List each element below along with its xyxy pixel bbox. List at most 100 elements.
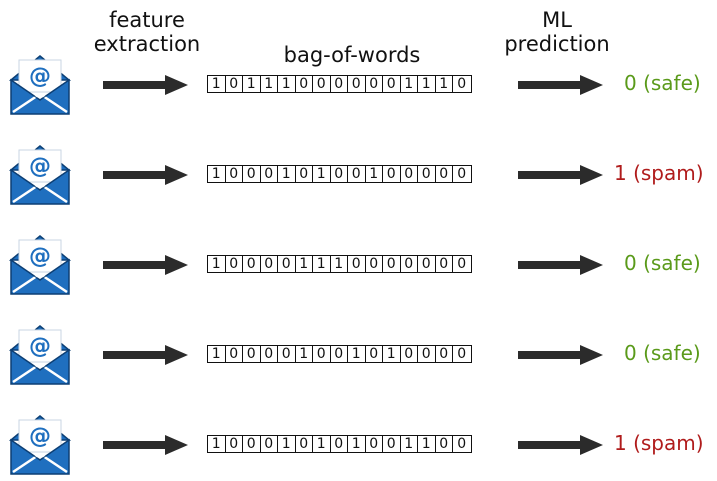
vector-cell: 1 xyxy=(383,346,401,362)
vector-cell: 0 xyxy=(457,76,467,92)
right-arrow-icon xyxy=(103,75,188,95)
vector-cell: 0 xyxy=(401,346,418,362)
vector-cell: 0 xyxy=(261,256,278,272)
vector-cell: 0 xyxy=(366,76,383,92)
vector-cell: 1 xyxy=(418,76,436,92)
prediction-label: 0 (safe) xyxy=(624,341,701,365)
email-envelope-icon: @ xyxy=(5,230,75,300)
vector-cell: 0 xyxy=(401,256,418,272)
right-arrow-icon xyxy=(518,165,603,185)
vector-cell: 0 xyxy=(383,76,401,92)
vector-cell: 1 xyxy=(401,76,418,92)
vector-cell: 0 xyxy=(436,166,453,182)
vector-cell: 1 xyxy=(313,436,331,452)
vector-cell: 1 xyxy=(418,436,436,452)
right-arrow-icon xyxy=(103,255,188,275)
vector-cell: 1 xyxy=(348,436,366,452)
vector-cell: 0 xyxy=(348,166,366,182)
vector-cell: 0 xyxy=(457,256,467,272)
vector-cell: 0 xyxy=(436,256,453,272)
vector-cell: 0 xyxy=(278,256,296,272)
vector-cell: 1 xyxy=(401,436,418,452)
vector-cell: 0 xyxy=(366,436,383,452)
vector-cell: 0 xyxy=(261,436,278,452)
vector-cell: 1 xyxy=(436,76,453,92)
vector-cell: 1 xyxy=(296,346,313,362)
vector-cell: 0 xyxy=(296,166,313,182)
vector-cell: 0 xyxy=(383,436,401,452)
bag-of-words-heading: bag-of-words xyxy=(283,43,421,67)
vector-cell: 1 xyxy=(243,76,261,92)
vector-cell: 1 xyxy=(313,166,331,182)
vector-cell: 0 xyxy=(418,256,436,272)
email-envelope-icon: @ xyxy=(5,410,75,480)
vector-cell: 0 xyxy=(331,166,348,182)
right-arrow-icon xyxy=(518,255,603,275)
vector-cell: 0 xyxy=(457,166,467,182)
svg-text:@: @ xyxy=(29,154,51,179)
vector-cell: 1 xyxy=(313,256,331,272)
vector-cell: 0 xyxy=(418,166,436,182)
vector-cell: 1 xyxy=(296,256,313,272)
right-arrow-icon xyxy=(103,165,188,185)
vector-cell: 0 xyxy=(226,346,243,362)
vector-cell: 0 xyxy=(436,436,453,452)
vector-cell: 0 xyxy=(243,346,261,362)
vector-cell: 0 xyxy=(313,346,331,362)
vector-cell: 0 xyxy=(243,166,261,182)
vector-cell: 1 xyxy=(348,346,366,362)
vector-cell: 0 xyxy=(418,346,436,362)
vector-cell: 1 xyxy=(208,436,226,452)
svg-text:@: @ xyxy=(29,64,51,89)
vector-cell: 0 xyxy=(226,76,243,92)
heading-line: prediction xyxy=(504,32,610,56)
email-envelope-icon: @ xyxy=(5,140,75,210)
vector-cell: 0 xyxy=(366,256,383,272)
vector-cell: 1 xyxy=(278,76,296,92)
prediction-label: 1 (spam) xyxy=(614,161,704,185)
vector-cell: 0 xyxy=(243,436,261,452)
vector-cell: 0 xyxy=(436,346,453,362)
right-arrow-icon xyxy=(103,435,188,455)
vector-cell: 0 xyxy=(226,166,243,182)
vector-cell: 1 xyxy=(366,166,383,182)
right-arrow-icon xyxy=(518,435,603,455)
vector-cell: 0 xyxy=(331,76,348,92)
vector-cell: 0 xyxy=(348,76,366,92)
prediction-label: 0 (safe) xyxy=(624,251,701,275)
vector-cell: 1 xyxy=(261,76,278,92)
vector-cell: 0 xyxy=(401,166,418,182)
vector-cell: 0 xyxy=(348,256,366,272)
vector-cell: 0 xyxy=(226,256,243,272)
vector-cell: 0 xyxy=(383,166,401,182)
heading-line: ML xyxy=(542,8,572,32)
vector-cell: 1 xyxy=(208,256,226,272)
vector-cell: 0 xyxy=(383,256,401,272)
vector-cell: 0 xyxy=(296,76,313,92)
heading-line: feature xyxy=(109,8,185,32)
vector-cell: 0 xyxy=(261,346,278,362)
vector-cell: 1 xyxy=(208,166,226,182)
prediction-label: 0 (safe) xyxy=(624,71,701,95)
right-arrow-icon xyxy=(518,75,603,95)
vector-cell: 1 xyxy=(208,346,226,362)
vector-cell: 1 xyxy=(331,256,348,272)
vector-cell: 0 xyxy=(261,166,278,182)
vector-cell: 0 xyxy=(296,436,313,452)
vector-cell: 1 xyxy=(278,436,296,452)
prediction-label: 1 (spam) xyxy=(614,431,704,455)
svg-text:@: @ xyxy=(29,334,51,359)
vector-cell: 0 xyxy=(278,346,296,362)
svg-text:@: @ xyxy=(29,424,51,449)
